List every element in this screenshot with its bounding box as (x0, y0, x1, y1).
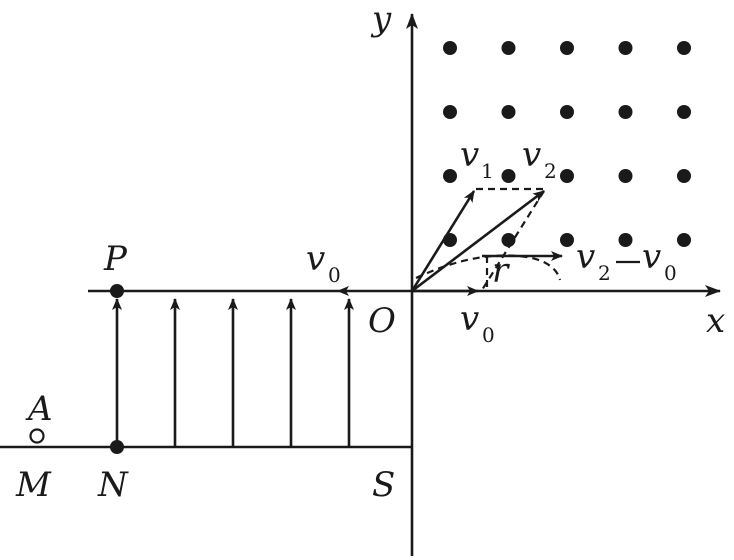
v2-minus-label-v0: v (642, 237, 661, 277)
field-dot (677, 233, 691, 247)
v1-vector (410, 190, 476, 292)
y-axis-label: y (370, 0, 392, 39)
field-dot (443, 41, 457, 55)
field-dot (443, 105, 457, 119)
particle-a (29, 428, 45, 444)
magnetic-field-dots (443, 41, 691, 247)
v0-left-label: v (306, 239, 325, 279)
field-dot (677, 105, 691, 119)
field-dot (618, 105, 633, 119)
point-p-label: P (103, 239, 128, 279)
v0-left-subscript: 0 (328, 263, 341, 287)
point-p (110, 284, 124, 298)
v2-minus-label-sub2: 2 (598, 261, 611, 285)
point-m-label: M (15, 465, 52, 505)
field-dot (560, 105, 574, 119)
field-dot (501, 169, 516, 183)
field-dot (501, 41, 516, 55)
field-dot (560, 169, 574, 183)
field-dot (618, 233, 633, 247)
v2-minus-label-sub0: 0 (664, 261, 677, 285)
v2-label: v (522, 135, 541, 175)
v1-subscript: 1 (481, 159, 494, 183)
x-axis-label: x (706, 301, 725, 341)
radius-label: r (492, 251, 510, 291)
v2-vector (411, 189, 545, 293)
field-dot (677, 169, 691, 183)
field-dot (618, 41, 633, 55)
origin-label: O (368, 301, 396, 341)
v2-minus-label-v: v (576, 237, 595, 277)
particle-a-label: A (25, 389, 53, 429)
dashed-arc (415, 254, 562, 281)
v1-label: v (460, 135, 479, 175)
field-dot (443, 169, 457, 183)
field-dot (560, 233, 574, 247)
point-n-label: N (97, 465, 129, 505)
point-s-label: S (372, 465, 395, 505)
field-dot (560, 41, 574, 55)
v0-right-subscript: 0 (482, 323, 495, 347)
point-n (110, 440, 124, 454)
field-dot (501, 233, 516, 247)
v2-subscript: 2 (544, 159, 557, 183)
field-dot (501, 105, 516, 119)
field-dot (618, 169, 633, 183)
v0-right-label: v (460, 299, 479, 339)
dashed-diagonal (481, 190, 545, 291)
field-dot (677, 41, 691, 55)
